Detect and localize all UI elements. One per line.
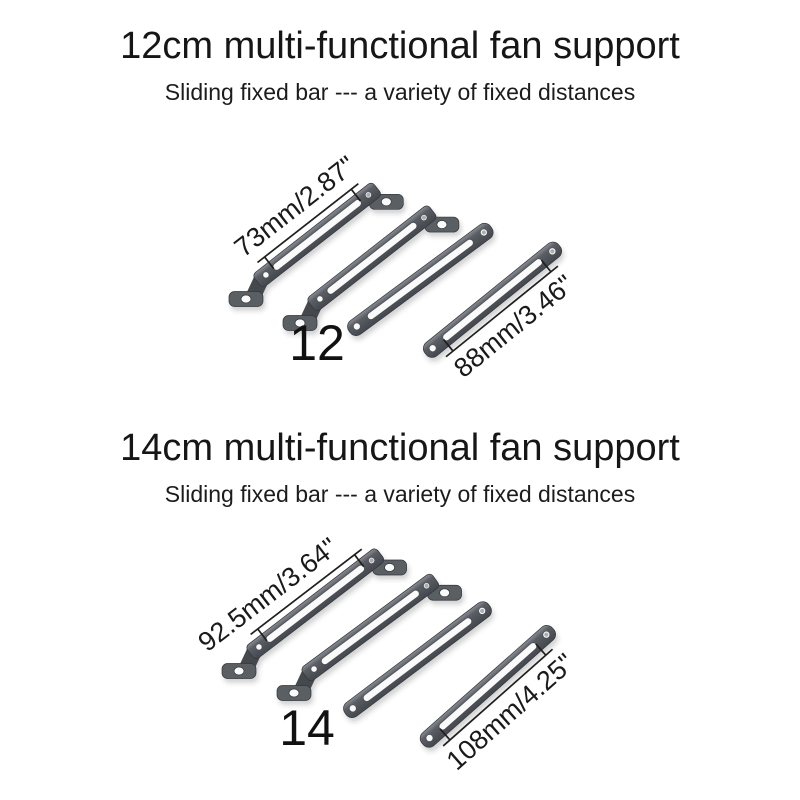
size-number: 14 (279, 700, 335, 756)
dimension-tick (439, 728, 451, 741)
screw-head (369, 558, 374, 563)
foot-hole (380, 197, 392, 207)
screw-hole (428, 344, 437, 352)
dimension-tick (353, 554, 365, 568)
foot-hole (294, 318, 306, 328)
screw-hole (425, 734, 434, 742)
section-title: 12cm multi-functional fan support (120, 25, 680, 67)
bracket-bar (307, 205, 437, 311)
bracket-flat (347, 222, 494, 336)
screw-head (544, 632, 549, 637)
dimension-tick (535, 643, 547, 656)
screw-hole (316, 295, 324, 303)
bracket-footed (282, 205, 460, 331)
dimension-tick (350, 188, 362, 202)
bracket-footed (228, 182, 404, 307)
bracket-bar (343, 601, 492, 718)
screw-hole (262, 271, 270, 279)
foot-hole (240, 294, 252, 304)
foot-hole (439, 588, 450, 598)
dimension-line (250, 548, 363, 636)
dimension-line (256, 183, 359, 264)
screw-head (550, 249, 555, 254)
product-photo-12cm: 73mm/2.87"88mm/3.46"12 (228, 150, 580, 383)
bracket-footed (276, 573, 462, 701)
bracket-slot (366, 238, 474, 320)
dimension-tick (442, 338, 454, 352)
mounting-foot (282, 301, 322, 331)
foot-hole (436, 220, 448, 229)
section-14cm: 14cm multi-functional fan support Slidin… (0, 426, 800, 508)
section-12cm: 12cm multi-functional fan support Slidin… (0, 24, 800, 106)
section-subtitle: Sliding fixed bar --- a variety of fixed… (164, 480, 636, 507)
section-title: 14cm multi-functional fan support (120, 427, 680, 469)
bracket-footed (221, 548, 407, 679)
screw-head (480, 608, 485, 613)
screw-head (424, 583, 429, 588)
dimension-tick (263, 256, 275, 270)
bracket-flat (343, 601, 492, 718)
bracket-slot (326, 222, 418, 295)
dimension-line (445, 265, 559, 358)
foot-hole (288, 688, 300, 698)
bracket-slot (362, 617, 473, 702)
foot-hole (233, 666, 245, 676)
screw-hole (255, 643, 263, 651)
dimension-tick (540, 259, 552, 273)
screw-hole (349, 704, 357, 713)
screw-hole (353, 322, 361, 331)
screw-head (421, 215, 427, 220)
bracket-bar (301, 573, 440, 681)
foot-hole (384, 563, 395, 572)
bracket-slot (320, 589, 420, 665)
size-number: 12 (289, 315, 345, 371)
section-subtitle: Sliding fixed bar --- a variety of fixed… (164, 78, 636, 105)
product-photo-14cm: 92.5mm/3.64"108mm/4.25"14 (193, 532, 581, 776)
screw-hole (310, 665, 318, 673)
bracket-bar (347, 222, 494, 336)
screw-head (481, 230, 486, 235)
dimension-line (442, 648, 554, 747)
screw-head (366, 192, 371, 197)
dimension-tick (257, 628, 268, 642)
